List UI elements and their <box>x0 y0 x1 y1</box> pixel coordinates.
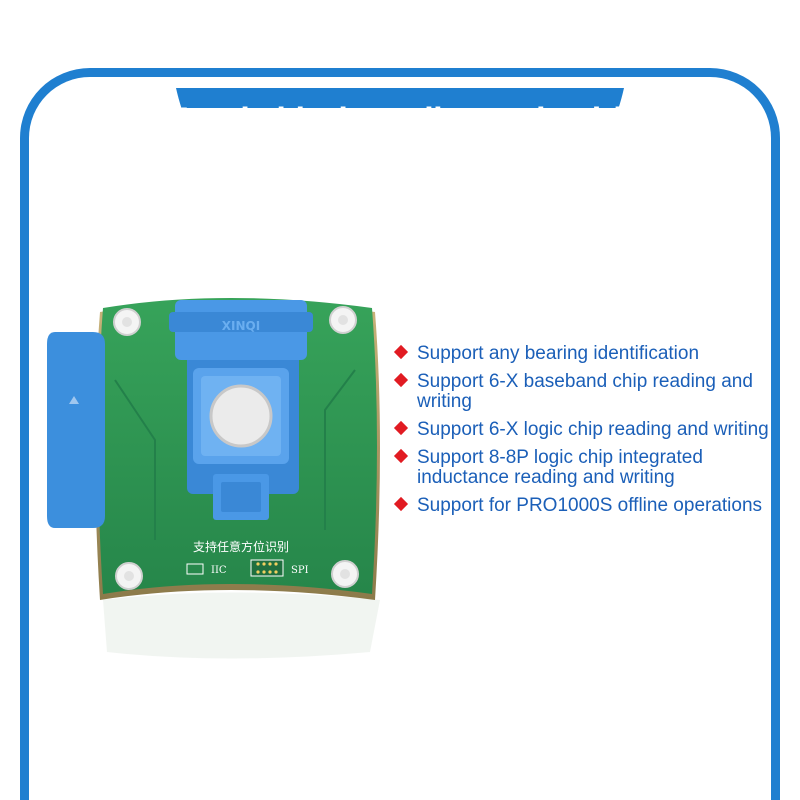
red-diamond-icon <box>393 344 409 360</box>
feature-item: Support for PRO1000S offline operations <box>393 496 788 516</box>
red-diamond-icon <box>393 372 409 388</box>
programmer-board-image: XINQI 支持任意方位识别 IIC SPI <box>47 298 380 659</box>
page-title: 6-X code block reading and writing <box>139 103 661 134</box>
feature-item: Support any bearing identification <box>393 344 788 364</box>
feature-item: Support 8-8P logic chip integrated induc… <box>393 448 788 488</box>
red-diamond-icon <box>393 448 409 464</box>
feature-item: Support 6-X logic chip reading and writi… <box>393 420 788 440</box>
feature-text: Support 6-X baseband chip reading and wr… <box>417 371 753 412</box>
connector-right-label: SPI <box>291 565 309 576</box>
red-diamond-icon <box>393 420 409 436</box>
connector-left-label: IIC <box>211 565 227 576</box>
cover-logo: XINQI <box>222 319 260 333</box>
feature-text: Support any bearing identification <box>417 343 700 364</box>
red-diamond-icon <box>393 496 409 512</box>
board-silkscreen: 支持任意方位识别 <box>193 539 289 554</box>
feature-text: Support 6-X logic chip reading and writi… <box>417 419 769 440</box>
title-banner <box>150 82 650 108</box>
feature-text: Support 8-8P logic chip integrated induc… <box>417 447 703 488</box>
feature-list: Support any bearing identification Suppo… <box>393 344 788 524</box>
feature-text: Support for PRO1000S offline operations <box>417 495 763 516</box>
feature-item: Support 6-X baseband chip reading and wr… <box>393 372 788 412</box>
